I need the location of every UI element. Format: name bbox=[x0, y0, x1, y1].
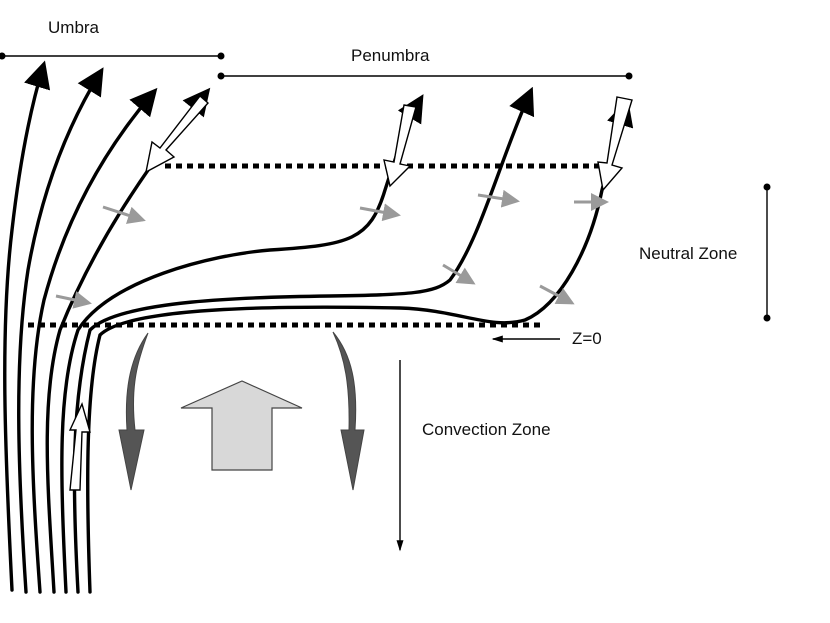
penumbra-bracket bbox=[217, 72, 633, 80]
field-line-umbra-2 bbox=[17, 67, 104, 594]
neutral-zone-label: Neutral Zone bbox=[639, 244, 738, 263]
convection-zone-label: Convection Zone bbox=[422, 420, 551, 439]
evershed-downflow-arrow-right bbox=[597, 96, 633, 192]
z0-label: Z=0 bbox=[572, 329, 602, 348]
field-line-umbra-1 bbox=[3, 60, 51, 592]
field-line-penumbra-3 bbox=[85, 98, 634, 594]
small-flow-arrows bbox=[55, 189, 609, 309]
upflow-arrow-thin bbox=[68, 401, 91, 491]
downflow-arrow-left bbox=[118, 332, 149, 491]
field-line-umbra-4 bbox=[45, 87, 211, 594]
umbra-bracket bbox=[0, 52, 225, 60]
penumbra-label: Penumbra bbox=[351, 46, 430, 65]
convective-upflow-arrow bbox=[180, 380, 303, 471]
field-line-penumbra-1 bbox=[60, 94, 424, 594]
neutral-zone-bracket bbox=[763, 183, 771, 322]
evershed-downflow-arrow-mid bbox=[383, 104, 417, 188]
downflow-arrow-right bbox=[332, 331, 365, 491]
umbra-label: Umbra bbox=[48, 18, 100, 37]
hollow-flow-arrows bbox=[68, 94, 633, 491]
evershed-downflow-arrow-left bbox=[145, 94, 209, 174]
field-line-umbra-3 bbox=[30, 87, 158, 594]
